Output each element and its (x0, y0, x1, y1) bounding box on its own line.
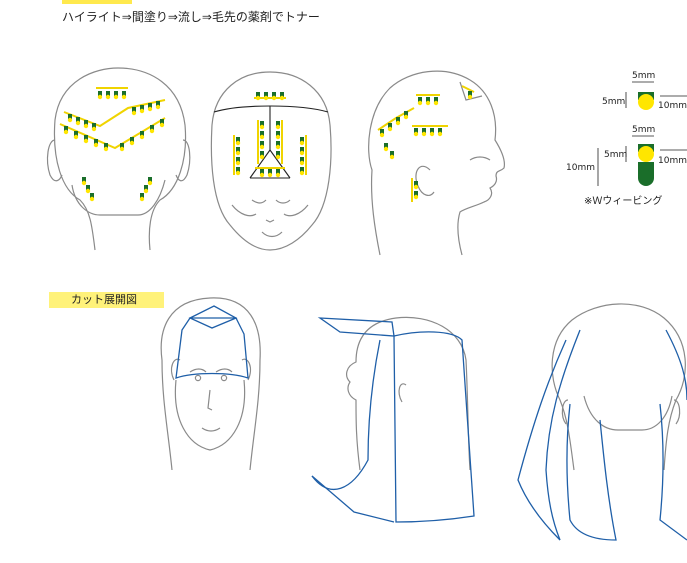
legend-top-length: 10mm (658, 101, 687, 111)
head-side-marks (379, 91, 473, 200)
cut-side-lines (311, 317, 475, 523)
head-back-lines (59, 87, 166, 150)
head-back-view (46, 67, 191, 251)
legend-bottom-length: 10mm (658, 156, 687, 166)
cut-front-face (160, 297, 261, 471)
head-top-view (210, 71, 332, 251)
legend-bottom-height: 5mm (604, 150, 627, 160)
head-top-partings (213, 105, 329, 179)
page-title: ハイライト⇒間塗り⇒流し⇒毛先の薬剤でトナー (62, 10, 320, 24)
cut-section-label: カット展開図 (49, 292, 164, 308)
cut-front-lines (175, 305, 249, 379)
weave-legend (597, 81, 687, 186)
legend-top-height: 5mm (602, 97, 625, 107)
cut-back-outline (551, 303, 686, 471)
cut-back-lines (517, 329, 687, 541)
head-back-marks (63, 91, 165, 202)
legend-top-width: 5mm (632, 71, 655, 81)
legend-bottom-width: 5mm (632, 125, 655, 135)
cut-side-outline (346, 316, 471, 471)
header-accent-bar (62, 0, 132, 4)
legend-bottom-total: 10mm (566, 163, 595, 173)
head-top-highlight-lines (233, 97, 307, 175)
legend-note: ※Ｗウィービング (584, 194, 662, 207)
